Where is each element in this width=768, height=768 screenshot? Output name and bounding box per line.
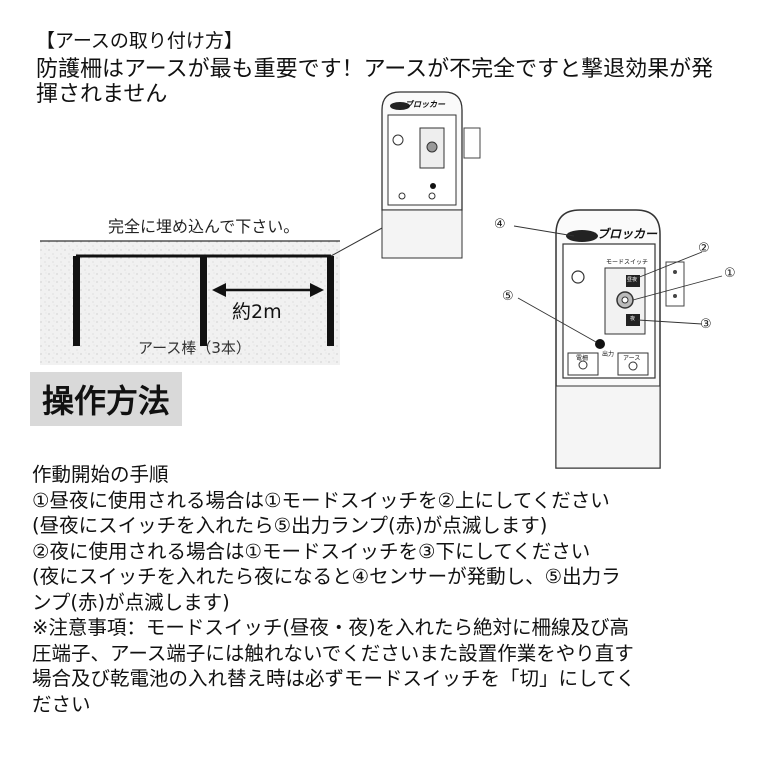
small-device (381, 91, 481, 259)
fence-terminal-label: 電柵 (576, 355, 589, 362)
instruction-line: ンプ(赤)が点滅します) (32, 590, 230, 614)
mode-switch-label: モードスイッチ (606, 259, 649, 266)
instruction-line: ※注意事項：モードスイッチ(昼夜・夜)を入れたら絶対に柵線及び高 (32, 616, 630, 639)
output-label: 出力 (602, 351, 615, 358)
earth-rod-1 (73, 256, 80, 346)
instruction-line: (昼夜にスイッチを入れたら⑤出力ランプ(赤)が点滅します) (32, 514, 548, 537)
distance-label: 約2m (232, 301, 282, 323)
operation-method-heading: 操作方法 (30, 372, 182, 426)
callout-5-output-lamp: ⑤ (502, 289, 514, 304)
callout-3-down: ③ (700, 317, 712, 332)
small-device-brand: ブロッカー (405, 100, 445, 109)
callout-1-mode-switch: ① (724, 266, 736, 281)
ground-diagram (40, 199, 434, 365)
distance-arrow (212, 283, 324, 297)
callout-4-sensor: ④ (494, 217, 506, 232)
night-mode-label: 夜 (630, 316, 636, 322)
bury-completely-caption: 完全に埋め込んで下さい。 (108, 217, 300, 236)
callout-2-up: ② (698, 241, 710, 256)
instruction-line: (夜にスイッチを入れたら夜になると④センサーが発動し、⑤出力ラ (32, 565, 621, 588)
instruction-line: ②夜に使用される場合は①モードスイッチを③下にしてください (32, 539, 591, 563)
operation-instructions: 作動開始の手順 ①昼夜に使用される場合は①モードスイッチを②上にしてください (… (32, 462, 748, 717)
earth-rod-2 (200, 256, 207, 346)
earth-warning-line-2: 揮されません (36, 82, 168, 107)
large-device-brand: ブロッカー (597, 227, 658, 241)
instruction-line: 圧端子、アース端子には触れないでくださいまた設置作業をやり直す (32, 641, 634, 665)
instruction-line: 場合及び乾電池の入れ替え時は必ずモードスイッチを「切」にしてく (32, 667, 636, 690)
earth-terminal-label: アース (623, 355, 641, 362)
earth-section-title: 【アースの取り付け方】 (36, 30, 243, 52)
instruction-line: ださい (32, 692, 91, 716)
day-night-mode-label: 昼夜 (627, 277, 638, 283)
earth-rod-3 (327, 256, 334, 346)
instruction-line: ①昼夜に使用される場合は①モードスイッチを②上にしてください (32, 488, 610, 512)
soil (40, 241, 340, 365)
instruction-line: 作動開始の手順 (32, 463, 169, 486)
large-device (513, 209, 723, 469)
earth-warning-line-1: 防護柵はアースが最も重要です！アースが不完全ですと撃退効果が発 (36, 57, 714, 82)
earth-rod-label: アース棒（3本） (138, 339, 251, 357)
